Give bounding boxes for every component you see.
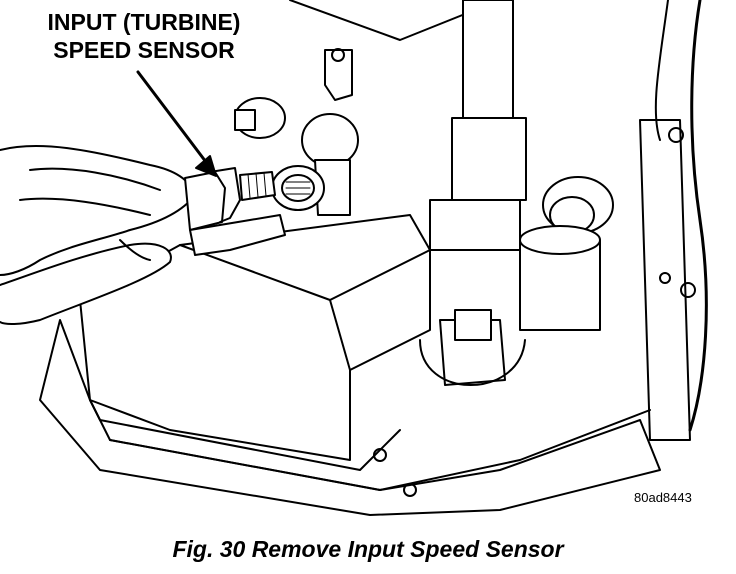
callout-line-1: INPUT (TURBINE) [47,9,241,35]
flange-bolt [660,273,670,283]
pan-bolt [374,449,386,461]
case-edge [690,0,706,430]
connector-recess [420,340,525,385]
plug-right [302,114,358,166]
callout-leader [138,72,206,162]
sensor-bore-thread [282,175,314,201]
reference-code: 80ad8443 [634,490,692,505]
small-fitting [325,50,352,100]
callout-arrowhead [196,156,216,176]
tube-base [430,200,520,250]
callout-line-2: SPEED SENSOR [53,37,235,63]
bore-thread-lines [286,182,310,194]
solenoid-top [520,226,600,254]
valve-body-face [330,300,350,370]
flange-bolt [669,128,683,142]
hand-thumb [0,244,171,324]
fitting-hole [332,49,344,61]
plug-left-stem [235,110,255,130]
hand-finger [30,169,160,190]
vertical-tube [463,0,513,120]
sensor-hex [210,168,240,222]
sensor-bracket [190,215,285,255]
connector-pin-block [455,310,491,340]
hand-finger [20,199,150,215]
oil-pan-rim [110,410,650,490]
tube-collar [452,118,526,200]
figure-caption: Fig. 30 Remove Input Speed Sensor [172,536,564,562]
pan-bolt [404,484,416,496]
case-edge-inner [656,0,668,140]
hand [0,146,195,275]
sensor-thread-lines [248,173,266,198]
oil-pan [40,320,660,515]
speed-sensor [185,172,225,230]
sensor-callout-label: INPUT (TURBINE) SPEED SENSOR [14,8,274,64]
valve-body [80,215,430,460]
case-flange [640,120,690,440]
hand-knuckle [120,240,150,260]
flange-bolt [681,283,695,297]
